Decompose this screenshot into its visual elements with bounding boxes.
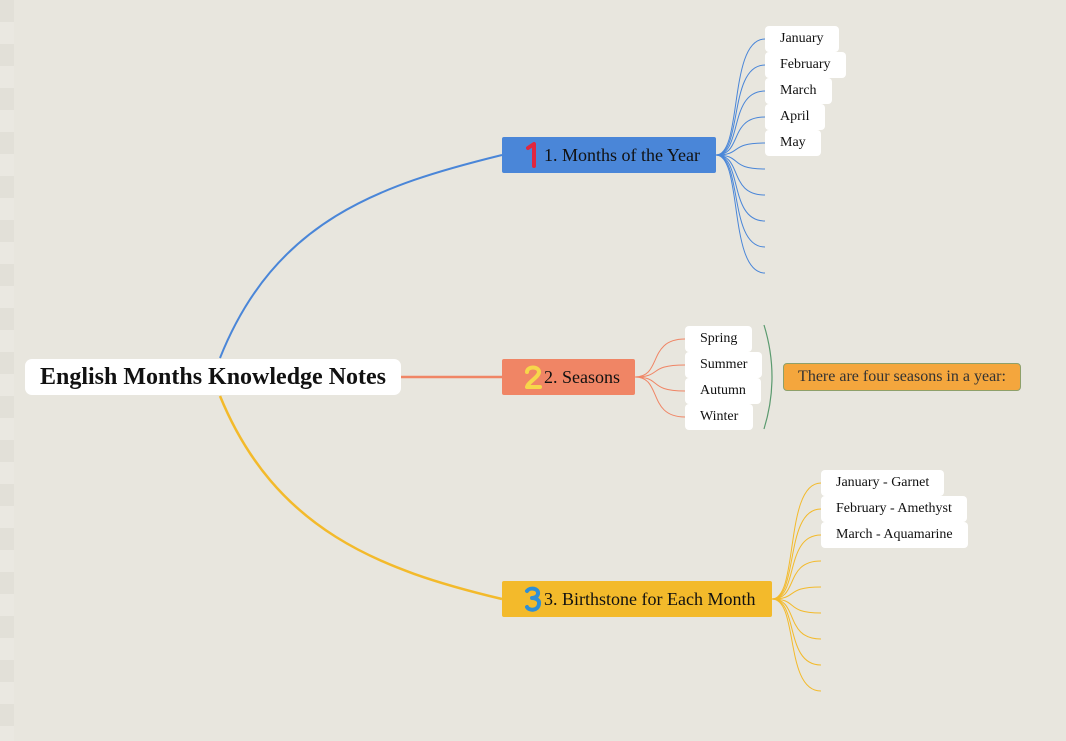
number-two-icon [522,364,544,390]
root-topic-label: English Months Knowledge Notes [39,363,387,390]
leaf-birthstone[interactable]: March - Aquamarine [821,522,968,548]
leaf-connector [715,38,766,156]
leaf-connector [715,154,766,170]
connector-root-branch-3 [218,395,503,601]
leaf-connector [771,534,822,600]
summary-bracket [763,324,773,430]
leaf-connector [771,598,822,614]
leaf-connector [715,116,766,156]
canvas-edge-strip [0,0,14,741]
leaf-season[interactable]: Summer [685,352,763,378]
branch-birthstone-for-each-month[interactable]: 3. Birthstone for Each Month [502,581,772,617]
leaf-connector [771,586,822,600]
branch-label: 2. Seasons [544,366,620,387]
leaf-connector [771,598,822,640]
leaf-connector [715,142,766,156]
connector-root-branch-1 [219,154,503,359]
leaf-birthstone[interactable]: January - Garnet [821,470,945,496]
leaf-month[interactable]: March [765,78,832,104]
leaf-connector [715,90,766,156]
leaf-connector [634,364,686,378]
leaf-connector [715,154,766,274]
leaf-season[interactable]: Autumn [685,378,761,404]
leaf-connector [771,560,822,600]
leaf-connector [771,482,822,600]
leaf-month[interactable]: February [765,52,846,78]
branch-label: 3. Birthstone for Each Month [544,588,756,609]
leaf-month[interactable]: May [765,130,821,156]
leaf-connector [715,64,766,156]
leaf-month[interactable]: April [765,104,825,130]
leaf-connector [634,376,686,392]
leaf-season[interactable]: Spring [685,326,753,352]
leaf-season[interactable]: Winter [685,404,754,430]
leaf-connector [771,598,822,692]
leaf-connector [715,154,766,196]
leaf-connector [634,376,686,418]
number-one-icon [522,142,544,168]
branch-months-of-the-year[interactable]: 1. Months of the Year [502,137,716,173]
leaf-birthstone[interactable]: February - Amethyst [821,496,967,522]
branch-seasons[interactable]: 2. Seasons [502,359,635,395]
leaf-connector [771,508,822,600]
leaf-month[interactable]: January [765,26,839,52]
root-topic[interactable]: English Months Knowledge Notes [25,359,401,395]
branch-label: 1. Months of the Year [544,144,700,165]
leaf-connector [634,338,686,378]
number-three-icon [522,586,544,612]
summary-note[interactable]: There are four seasons in a year: [783,363,1021,391]
